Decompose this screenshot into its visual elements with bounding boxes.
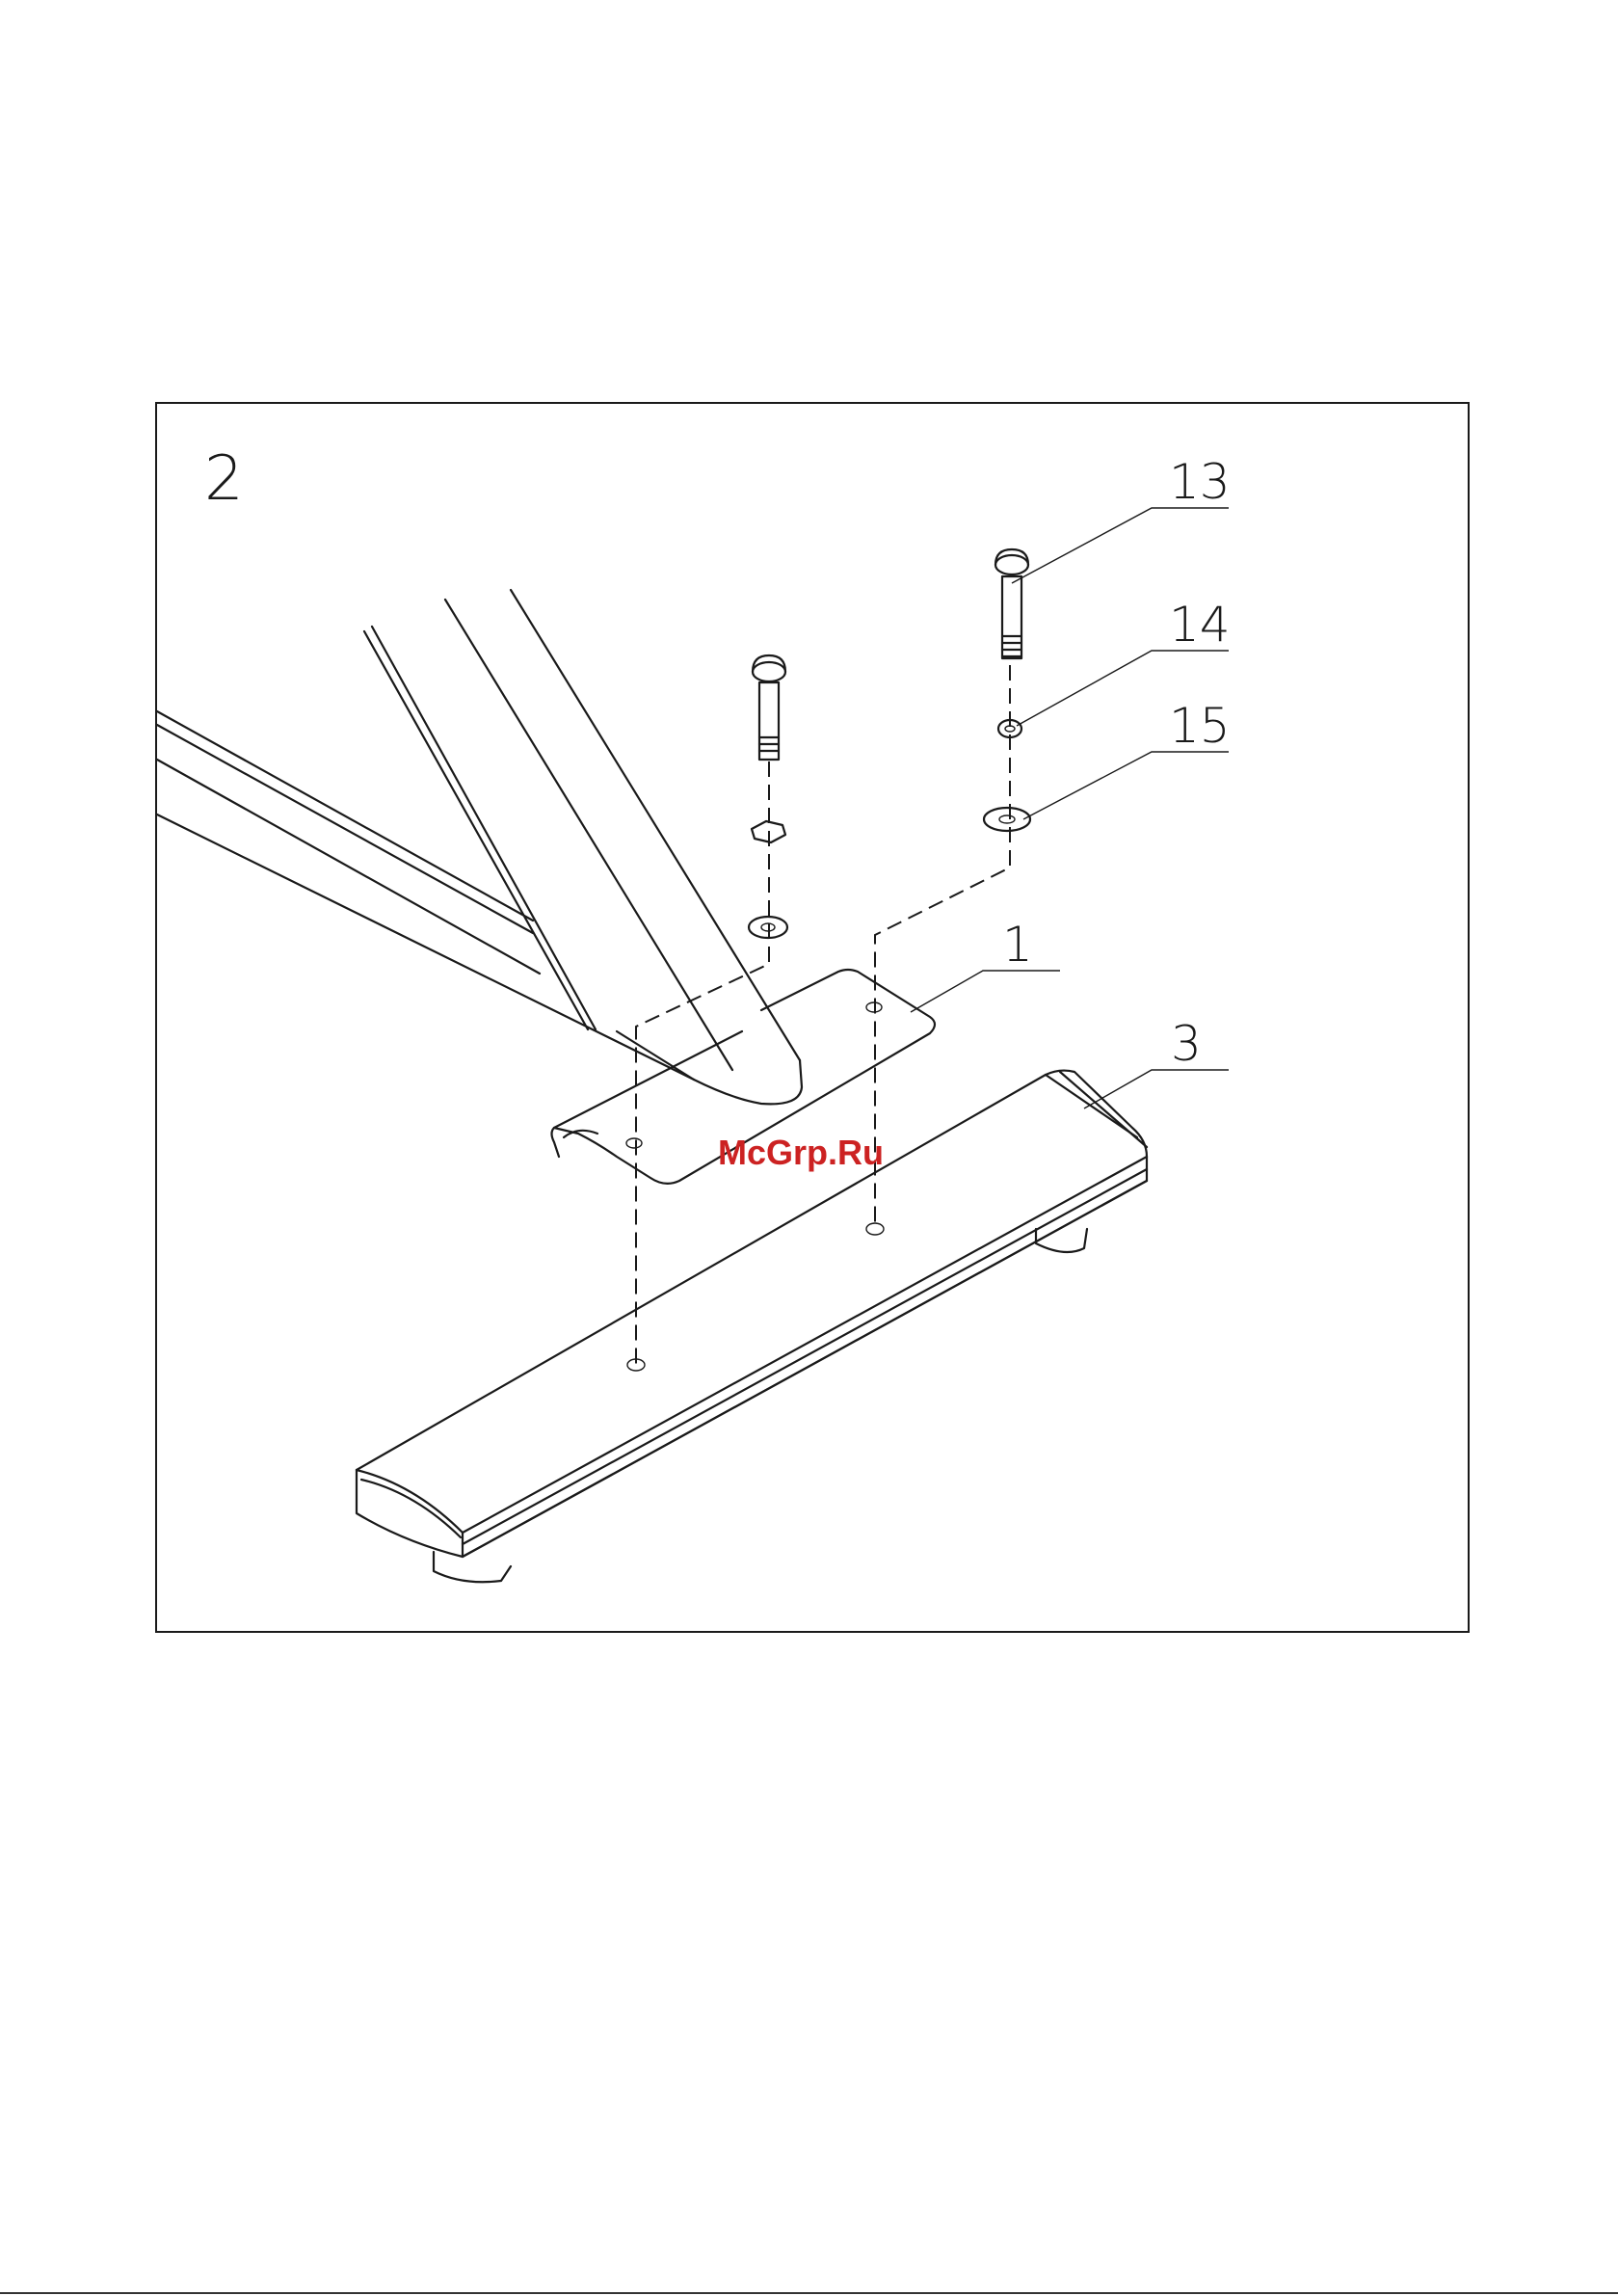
step-number: 2 — [204, 443, 244, 515]
callout-15: 15 — [1169, 698, 1231, 754]
watermark: McGrp.Ru — [718, 1133, 884, 1172]
callout-14: 14 — [1169, 597, 1231, 653]
frame-tube — [157, 590, 802, 1104]
callout-1: 1 — [1002, 917, 1033, 973]
callout-13: 13 — [1169, 454, 1231, 510]
page-bottom-rule — [0, 2292, 1618, 2294]
right-fastener-set — [984, 549, 1030, 831]
callout-3: 3 — [1171, 1016, 1202, 1072]
alignment-lines — [636, 665, 1010, 1365]
